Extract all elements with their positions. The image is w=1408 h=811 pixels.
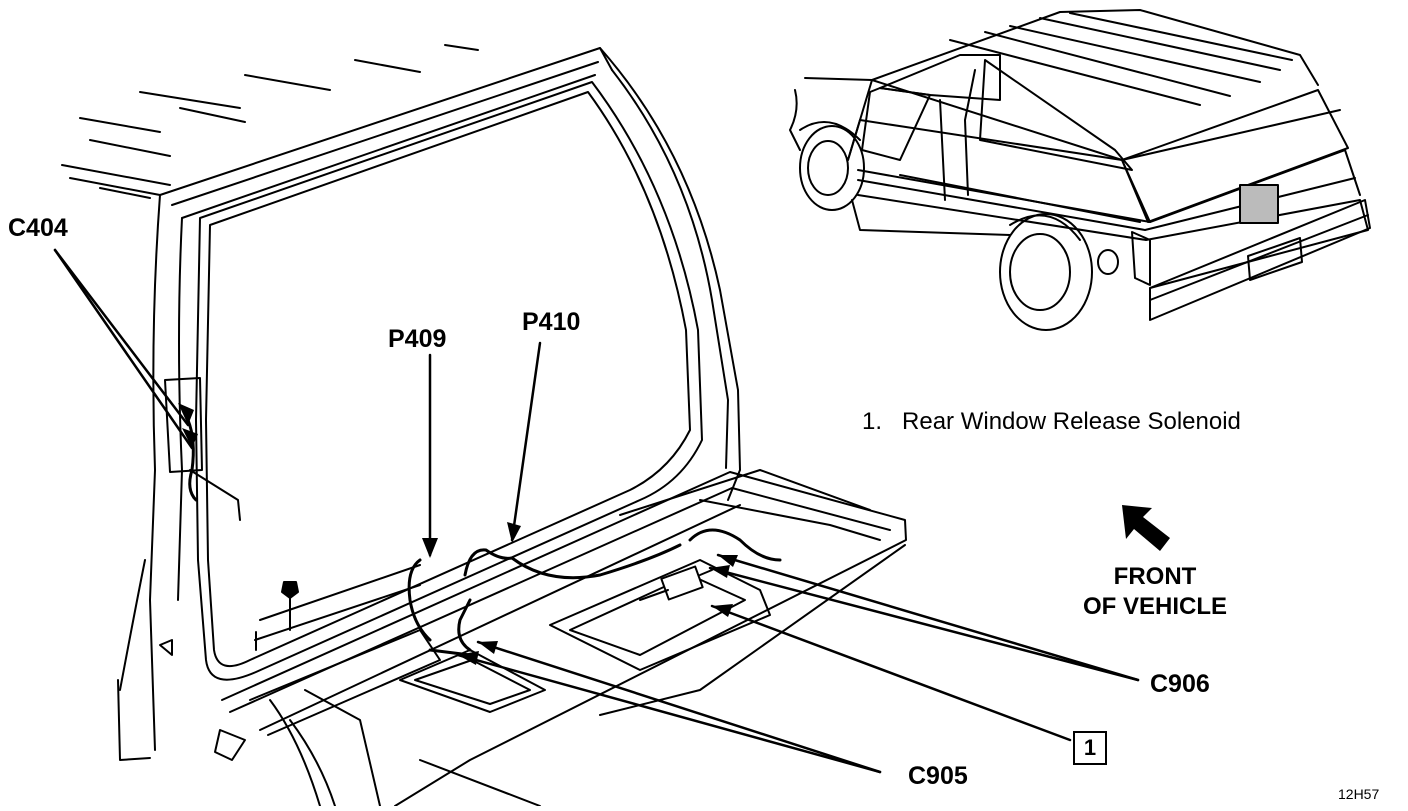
connector-label-c905: C905 [908, 762, 968, 790]
front-label-line2: OF VEHICLE [1082, 593, 1227, 620]
legend-item-1-text: Rear Window Release Solenoid [902, 408, 1241, 435]
front-label-line1: FRONT [1113, 563, 1197, 590]
connector-label-p409: P409 [388, 325, 447, 353]
connector-label-c906: C906 [1150, 670, 1210, 698]
callout-1-box: 1 [1073, 731, 1107, 765]
figure-id: 12H57 [1338, 786, 1380, 802]
bolt-icon [281, 581, 299, 631]
leader-lines [53, 248, 1140, 774]
roof-outline [61, 44, 479, 199]
cargo-floor [214, 469, 907, 807]
front-of-vehicle-label: FRONT OF VEHICLE [1065, 562, 1245, 622]
liftgate-frame [117, 47, 741, 761]
connector-label-c404: C404 [8, 214, 68, 242]
wiring-harness [186, 418, 782, 657]
rear-window-release-solenoid [639, 565, 713, 601]
connector-label-p410: P410 [522, 308, 581, 336]
front-of-vehicle-arrow-icon [1122, 505, 1170, 551]
legend-item-1-number: 1. [862, 408, 883, 435]
legend-item-1: 1. Rear Window Release Solenoid [862, 410, 1241, 434]
arrowheads [178, 403, 738, 665]
vehicle-locator-view [789, 9, 1371, 331]
